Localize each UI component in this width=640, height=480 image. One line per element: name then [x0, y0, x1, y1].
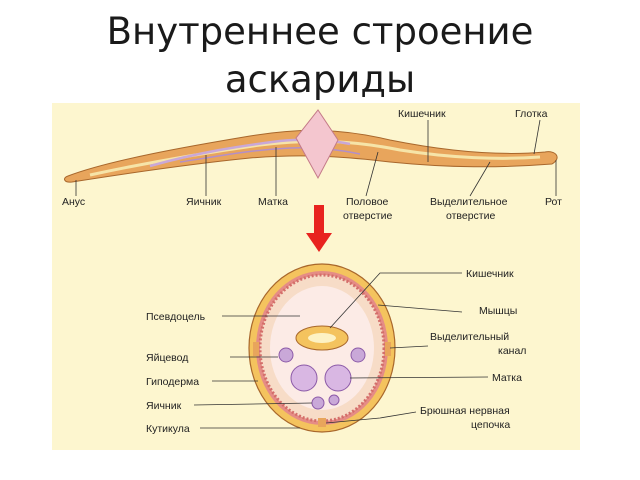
cross-section [248, 263, 396, 433]
label-cuticle: Кутикула [146, 423, 190, 435]
label-excretory-canal-2: канал [498, 345, 526, 357]
longitudinal-leaders [75, 119, 557, 197]
label-genital-opening-2: отверстие [343, 210, 392, 222]
label-hypodermis: Гиподерма [146, 376, 199, 388]
oviduct-section-2 [350, 347, 366, 363]
label-uterus-cs: Матка [492, 372, 522, 384]
page-title: Внутреннее строение аскариды [0, 8, 640, 104]
uterus-section-1 [290, 364, 318, 392]
title-line-2: аскариды [224, 58, 416, 101]
label-excretory-canal-1: Выделительный [430, 331, 509, 343]
label-ovary-cs: Яичник [146, 400, 182, 412]
ventral-nerve-cord [318, 418, 326, 427]
label-pharynx: Глотка [515, 108, 548, 120]
intestine-lumen [308, 333, 336, 343]
ovary-section-2 [328, 394, 340, 406]
label-excretory-opening-1: Выделительное [430, 196, 508, 208]
red-arrow-down [306, 205, 332, 252]
label-nerve-cord-1: Брюшная нервная [420, 405, 510, 417]
label-mouth: Рот [545, 196, 562, 208]
label-intestine-top: Кишечник [398, 108, 446, 120]
cut-plane [295, 109, 339, 180]
worm-ovary-line [179, 147, 361, 163]
ovary-section-1 [311, 396, 325, 410]
label-ovary-top: Яичник [186, 196, 222, 208]
cross-section-leaders [193, 272, 489, 429]
label-uterus-top: Матка [258, 196, 288, 208]
label-muscles: Мышцы [479, 305, 517, 317]
worm-longitudinal [64, 109, 558, 183]
title-line-1: Внутреннее строение [106, 10, 534, 53]
label-anus: Анус [62, 196, 85, 208]
excretory-canal-left [253, 342, 259, 356]
oviduct-section-1 [278, 347, 294, 363]
label-intestine-cs: Кишечник [466, 268, 514, 280]
label-oviduct: Яйцевод [146, 352, 188, 364]
excretory-canal-right [385, 342, 391, 356]
label-nerve-cord-2: цепочка [471, 419, 510, 431]
uterus-section-2 [324, 364, 352, 392]
label-genital-opening-1: Половое [346, 196, 389, 208]
label-pseudocoel: Псевдоцель [146, 311, 206, 323]
label-excretory-opening-2: отверстие [446, 210, 495, 222]
